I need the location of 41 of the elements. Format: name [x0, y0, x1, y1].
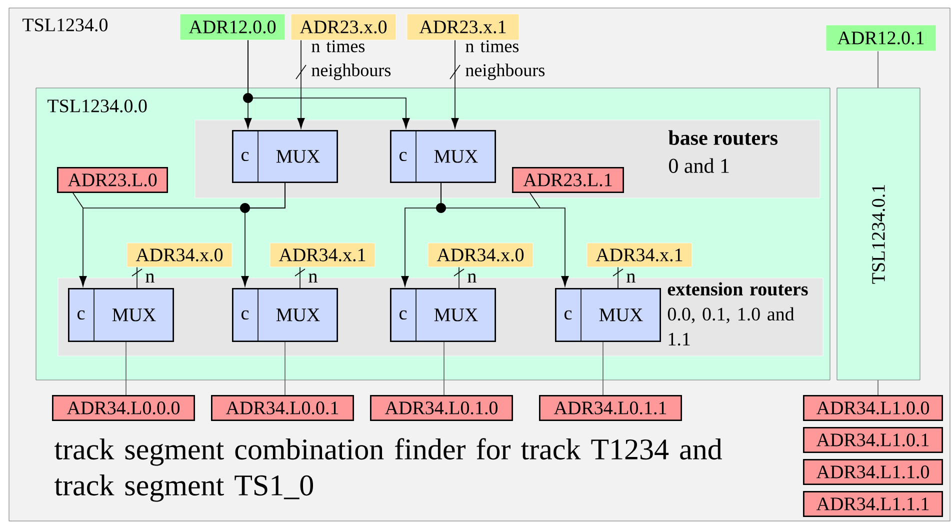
connector-line [602, 342, 604, 396]
signal-label: ADR34.L0.1.0 [370, 394, 513, 421]
mux-block: c MUX [390, 288, 496, 342]
mux-block: c MUX [232, 288, 338, 342]
bus-line [612, 266, 624, 288]
signal-label: ADR12.0.1 [826, 24, 936, 52]
signal-label: ADR34.L1.1.0 [803, 458, 943, 485]
signal-label: ADR23.L.0 [57, 167, 168, 193]
edge-label: n times neighbours [466, 40, 545, 80]
signal-label: ADR34.x.0 [126, 242, 232, 268]
bus-line [294, 266, 306, 288]
signal-label: ADR34.x.0 [428, 242, 534, 268]
arrow [248, 40, 410, 129]
signal-label: ADR34.x.1 [270, 242, 376, 268]
edge-label: n times neighbours [312, 40, 391, 80]
signal-label: ADR34.L1.0.1 [803, 426, 943, 453]
signal-label: ADR34.L0.1.1 [539, 394, 682, 421]
caption: track segment combination finder for track T1234 and track segment TS1_0 [54, 438, 722, 502]
bus-line [132, 266, 142, 288]
bus-line [454, 266, 464, 288]
mux-block: c MUX [555, 288, 661, 342]
bus-line [296, 40, 306, 129]
mux-block: c MUX [68, 288, 174, 342]
arrow [440, 182, 569, 287]
signal-label: ADR12.0.0 [180, 14, 286, 40]
connector-line [284, 342, 286, 396]
arrow [241, 182, 286, 287]
signal-label: ADR23.L.1 [512, 167, 624, 193]
signal-label: ADR34.L1.1.1 [803, 490, 943, 517]
leader-line [72, 192, 84, 208]
bus-line [450, 40, 460, 129]
signal-label: ADR23.x.0 [290, 14, 396, 40]
leader-line [530, 192, 540, 208]
mux-block: c MUX [232, 130, 338, 184]
signal-label: ADR34.x.1 [586, 242, 692, 268]
signal-label: ADR34.L0.0.0 [52, 394, 195, 421]
signal-label: ADR23.x.1 [406, 14, 520, 40]
signal-label: ADR34.L1.0.0 [803, 394, 943, 421]
mux-block: c MUX [390, 130, 496, 184]
signal-label: ADR34.L0.0.1 [211, 394, 354, 421]
frame-box: TSL1234.0.1 [836, 88, 920, 380]
